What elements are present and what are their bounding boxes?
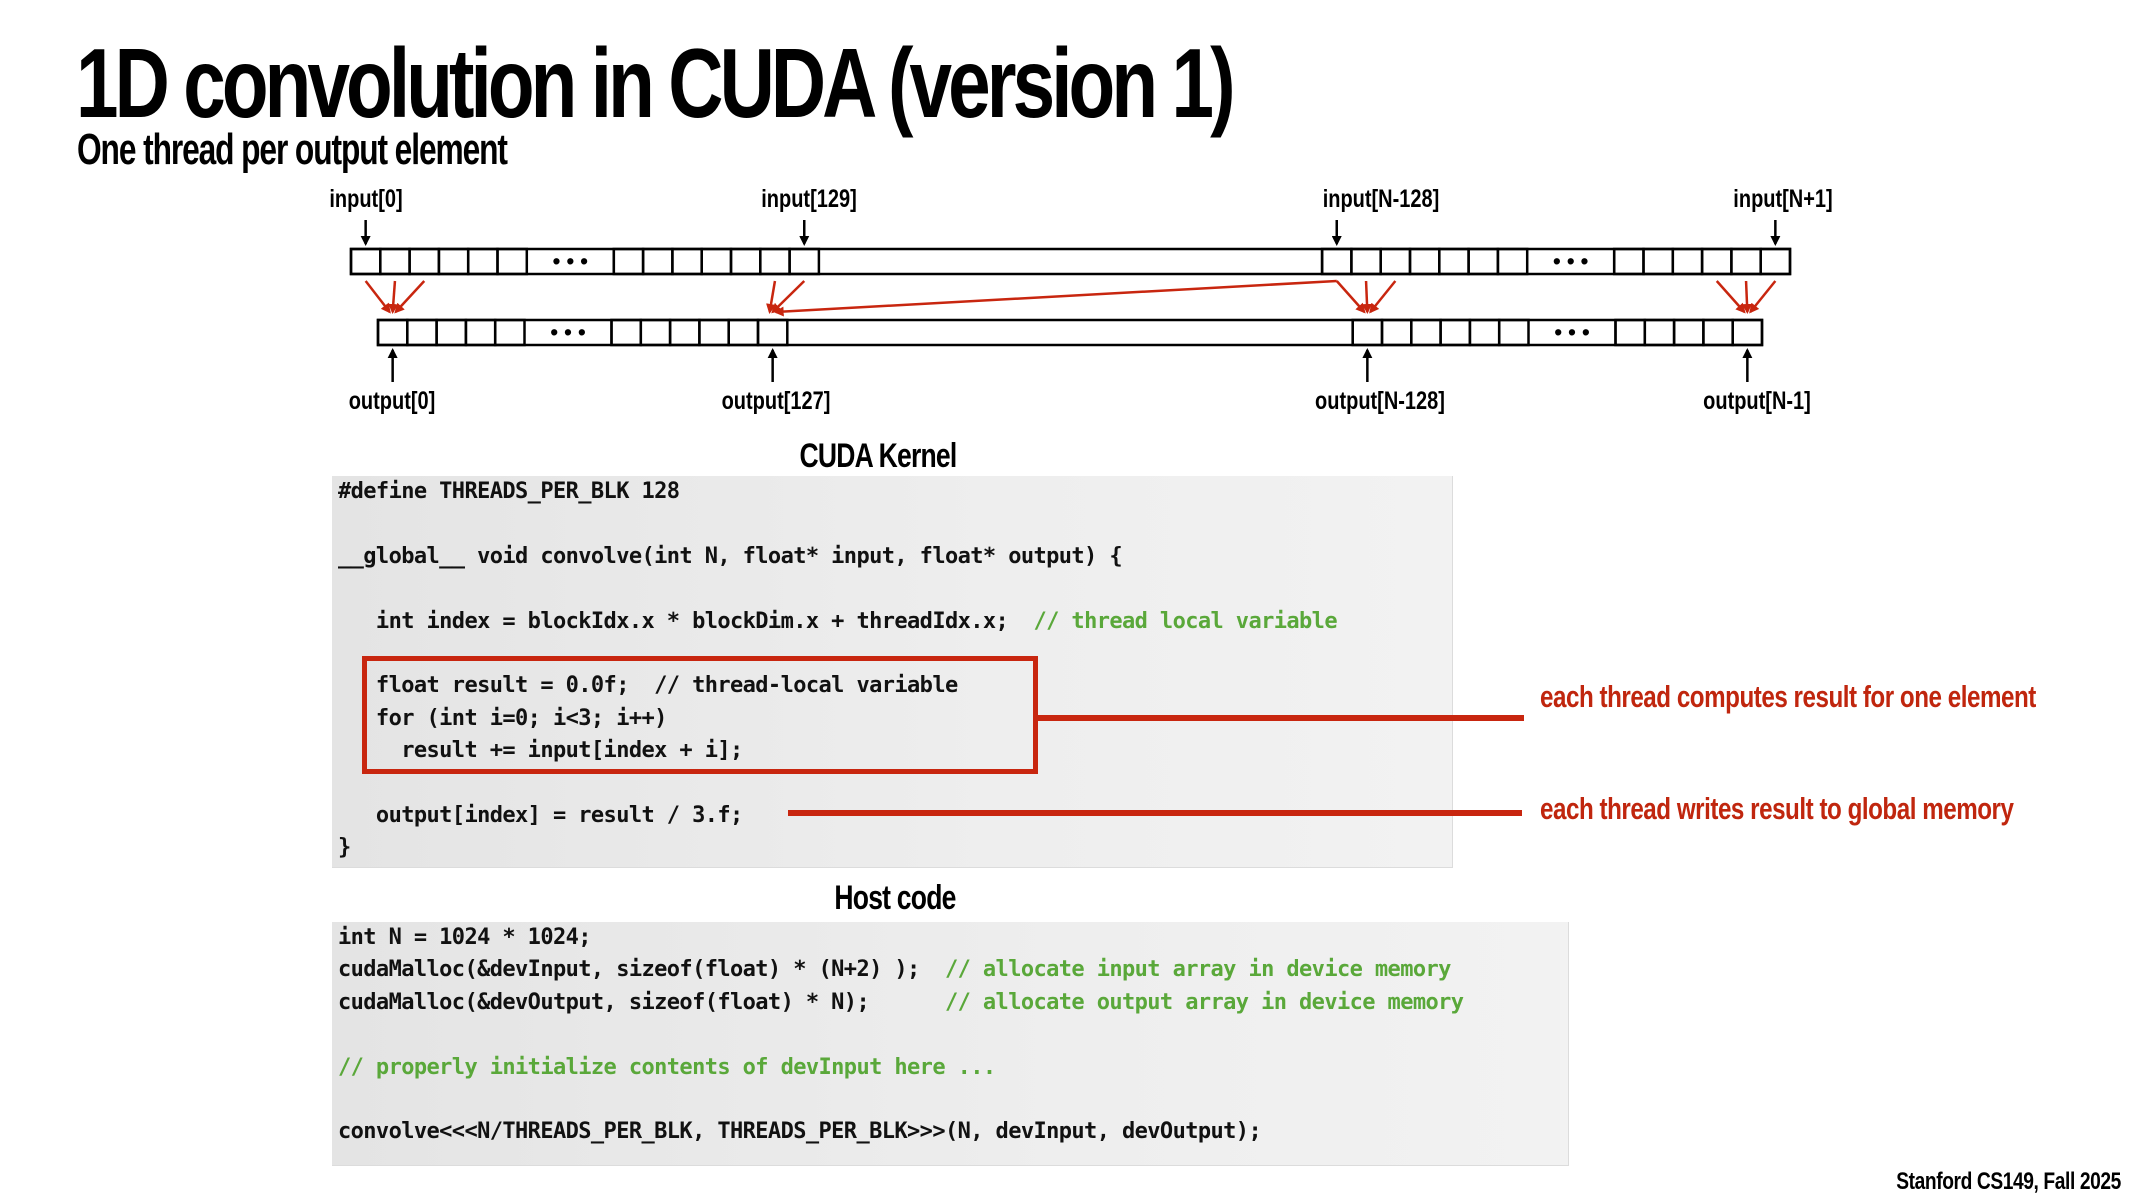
highlight-box-compute xyxy=(362,656,1038,774)
code-text: float result = 0.0f; // thread-local var… xyxy=(338,673,958,699)
host-code: int N = 1024 * 1024; cudaMalloc(&devInput… xyxy=(338,922,1464,1149)
code-text: result += input[index + i]; xyxy=(338,738,743,764)
array-outline xyxy=(376,318,1764,347)
code-text: #define THREADS_PER_BLK 128 xyxy=(338,479,680,504)
kernel-code-block: #define THREADS_PER_BLK 128 __global__ vo… xyxy=(332,476,1453,868)
code-line: int N = 1024 * 1024; xyxy=(338,922,1463,954)
code-line: __global__ void convolve(int N, float* i… xyxy=(338,541,1337,573)
stencil-arrows xyxy=(364,279,1777,317)
label-output-n-1: output[N-1] xyxy=(1703,387,1811,415)
array-cell xyxy=(1497,318,1530,347)
array-ellipsis: • • • xyxy=(553,249,588,274)
code-line: output[index] = result / 3.f; xyxy=(338,800,1337,832)
stencil-arrow-icon xyxy=(388,280,399,314)
array-ellipsis: • • • xyxy=(1553,249,1588,274)
connector-line-write xyxy=(788,810,1522,816)
slide-subtitle: One thread per output element xyxy=(77,125,508,174)
code-text: __global__ void convolve(int N, float* i… xyxy=(338,543,1123,569)
code-text: cudaMalloc(&devOutput, sizeof(float) * N… xyxy=(338,989,945,1015)
array-cell xyxy=(1731,318,1764,347)
label-input-0: input[0] xyxy=(329,185,402,213)
code-line: #define THREADS_PER_BLK 128 xyxy=(338,476,1337,508)
code-text: int N = 1024 * 1024; xyxy=(338,925,592,950)
connector-line-compute xyxy=(1036,715,1524,721)
label-output-0: output[0] xyxy=(349,387,436,415)
array-cell xyxy=(496,247,529,276)
code-text: convolve<<<N/THREADS_PER_BLK, THREADS_PE… xyxy=(338,1119,1262,1145)
code-comment: // thread local variable xyxy=(1033,608,1337,634)
kernel-heading: CUDA Kernel xyxy=(799,437,958,475)
array-cell xyxy=(1759,247,1792,276)
code-line: for (int i=0; i<3; i++) xyxy=(338,703,1337,735)
label-input-n-128: input[N-128] xyxy=(1323,185,1440,213)
host-code-block: int N = 1024 * 1024; cudaMalloc(&devInput… xyxy=(332,922,1569,1166)
annotation-write: each thread writes result to global memo… xyxy=(1540,791,2014,826)
array-cell xyxy=(1496,247,1529,276)
array-cell xyxy=(788,247,821,276)
array-cell xyxy=(756,318,789,347)
label-output-127: output[127] xyxy=(722,387,831,415)
code-text: } xyxy=(338,835,351,861)
slide-title: 1D convolution in CUDA (version 1) xyxy=(76,28,1236,138)
stencil-arrow-icon xyxy=(1749,280,1777,314)
stencil-arrow-icon xyxy=(1742,280,1753,314)
stencil-arrow-icon xyxy=(1362,280,1373,314)
code-line: cudaMalloc(&devOutput, sizeof(float) * N… xyxy=(338,987,1464,1019)
stencil-arrow-icon xyxy=(1715,280,1746,314)
stencil-arrow-icon xyxy=(364,280,391,314)
code-line: result += input[index + i]; xyxy=(338,735,1337,767)
array-outline xyxy=(349,247,1792,276)
stencil-arrow-icon xyxy=(1369,280,1397,314)
code-line: float result = 0.0f; // thread-local var… xyxy=(338,670,1337,702)
stencil-arrow-icon xyxy=(766,280,777,314)
code-text: cudaMalloc(&devInput, sizeof(float) * (N… xyxy=(338,957,945,983)
label-input-129: input[129] xyxy=(761,185,857,213)
array-ellipsis: • • • xyxy=(1554,320,1589,345)
code-line: int index = blockIdx.x * blockDim.x + th… xyxy=(338,606,1338,638)
label-output-n-128: output[N-128] xyxy=(1315,387,1445,415)
convolution-diagram: • • • • • • • • • • • • input[0] input[129… xyxy=(329,185,1832,415)
array-cell xyxy=(493,318,526,347)
kernel-code: #define THREADS_PER_BLK 128 __global__ vo… xyxy=(338,476,1338,865)
code-line xyxy=(338,573,1337,605)
host-heading: Host code xyxy=(834,879,956,917)
code-text: output[index] = result / 3.f; xyxy=(338,802,743,828)
array-ellipsis: • • • xyxy=(550,320,585,345)
code-comment: // allocate output array in device memor… xyxy=(944,989,1464,1015)
code-line: cudaMalloc(&devInput, sizeof(float) * (N… xyxy=(338,954,1463,986)
stencil-arrow-icon xyxy=(1335,280,1366,314)
output-array: • • • • • • xyxy=(376,318,1764,347)
code-comment: // properly initialize contents of devIn… xyxy=(338,1054,996,1080)
code-line: // properly initialize contents of devIn… xyxy=(338,1052,1463,1084)
code-comment: // allocate input array in device memory xyxy=(944,957,1451,983)
stencil-arrow-icon xyxy=(773,279,1337,317)
code-line xyxy=(338,1019,1463,1051)
input-array: • • • • • • xyxy=(349,247,1792,276)
stencil-arrow-icon xyxy=(771,280,806,314)
code-line: } xyxy=(338,832,1337,864)
stencil-arrow-icon xyxy=(394,280,426,314)
code-line xyxy=(338,508,1337,540)
code-text: int index = blockIdx.x * blockDim.x + th… xyxy=(338,608,1034,634)
code-line: convolve<<<N/THREADS_PER_BLK, THREADS_PE… xyxy=(338,1116,1463,1148)
annotation-compute: each thread computes result for one elem… xyxy=(1540,679,2036,714)
course-footer: Stanford CS149, Fall 2025 xyxy=(1896,1168,2121,1195)
label-input-n-plus-1: input[N+1] xyxy=(1733,185,1832,213)
code-line xyxy=(338,1084,1463,1116)
code-text: for (int i=0; i<3; i++) xyxy=(338,705,667,731)
pointer-arrows xyxy=(360,220,1781,382)
